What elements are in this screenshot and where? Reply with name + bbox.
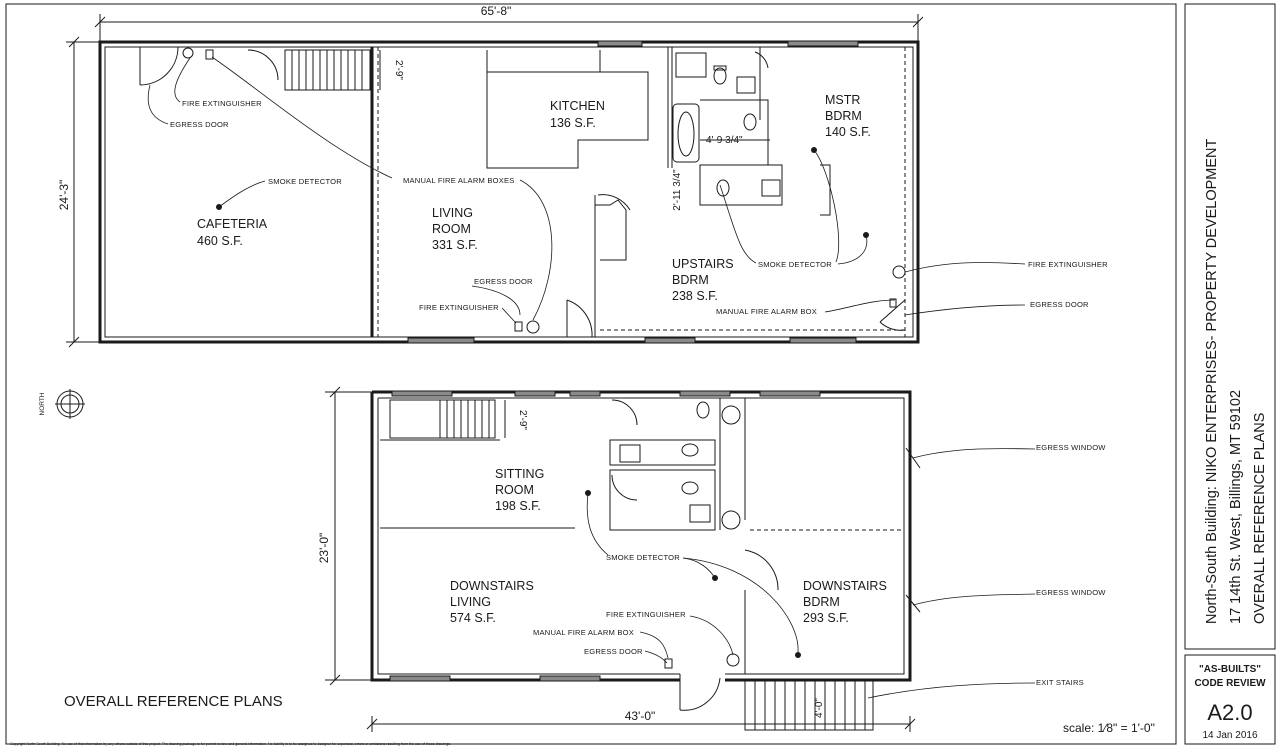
svg-text:MSTR: MSTR — [825, 93, 860, 107]
svg-text:UPSTAIRS: UPSTAIRS — [672, 257, 734, 271]
svg-text:460 S.F.: 460 S.F. — [197, 234, 243, 248]
upper-windows — [407, 40, 859, 344]
plan-title: OVERALL REFERENCE PLANS — [64, 693, 283, 710]
review-status-2: CODE REVIEW — [1194, 678, 1266, 689]
note-smoke-detector-lower: SMOKE DETECTOR — [606, 553, 680, 562]
upper-interior-walls — [370, 47, 906, 337]
note-manual-fire-alarm-box-lower: MANUAL FIRE ALARM BOX — [533, 628, 634, 637]
note-egress-window-2: EGRESS WINDOW — [1036, 588, 1106, 597]
sheet-border — [5, 3, 1276, 745]
lower-interior-walls — [380, 398, 904, 674]
note-manual-fire-alarm-boxes: MANUAL FIRE ALARM BOXES — [403, 176, 515, 185]
upper-room-master-bedroom: MSTR BDRM 140 S.F. — [825, 93, 871, 139]
title-block-sheet-title: OVERALL REFERENCE PLANS — [1252, 413, 1268, 624]
lower-room-living: DOWNSTAIRS LIVING 574 S.F. — [450, 579, 534, 625]
note-smoke-detector-1: SMOKE DETECTOR — [268, 177, 342, 186]
svg-text:LIVING: LIVING — [450, 595, 491, 609]
svg-text:136 S.F.: 136 S.F. — [550, 116, 596, 130]
upper-room-cafeteria: CAFETERIA 460 S.F. — [197, 217, 268, 248]
upper-bath-width-label: 4'-9 3/4" — [706, 135, 743, 146]
review-status-1: "AS-BUILTS" — [1199, 664, 1261, 675]
lower-width-label: 43'-0" — [625, 709, 656, 723]
note-egress-window-1: EGRESS WINDOW — [1036, 443, 1106, 452]
upper-bath-fixtures — [672, 52, 781, 197]
upper-depth-dimension: 24'-3" — [57, 36, 100, 348]
scale-note: scale: 1⁄8" = 1'-0" — [1063, 721, 1155, 735]
upper-width-label: 65'-8" — [481, 4, 512, 18]
lower-stair: 2'-9" — [389, 399, 528, 439]
upper-floor-plan: 65'-8" 24'-3" — [57, 4, 1108, 348]
svg-text:CAFETERIA: CAFETERIA — [197, 217, 268, 231]
note-egress-door-1: EGRESS DOOR — [170, 120, 229, 129]
lower-depth-label: 23'-0" — [317, 533, 331, 564]
svg-text:KITCHEN: KITCHEN — [550, 99, 605, 113]
svg-text:574 S.F.: 574 S.F. — [450, 611, 496, 625]
upper-width-dimension: 65'-8" — [94, 4, 924, 42]
svg-text:238 S.F.: 238 S.F. — [672, 289, 718, 303]
sheet-date: 14 Jan 2016 — [1202, 730, 1257, 741]
svg-text:BDRM: BDRM — [672, 273, 709, 287]
upper-room-upstairs-bedroom: UPSTAIRS BDRM 238 S.F. — [672, 257, 734, 303]
kitchen-counter — [486, 50, 649, 169]
exit-stair: 4'-0" — [744, 679, 874, 731]
lower-bath-fixtures — [619, 401, 741, 530]
lower-exterior-walls — [370, 390, 912, 682]
note-egress-door-lower: EGRESS DOOR — [584, 647, 643, 656]
svg-text:SITTING: SITTING — [495, 467, 544, 481]
upper-depth-label: 24'-3" — [57, 180, 71, 211]
svg-text:LIVING: LIVING — [432, 206, 473, 220]
upper-room-kitchen: KITCHEN 136 S.F. — [550, 99, 605, 130]
upper-stair-width-label: 2'-9" — [393, 60, 404, 80]
title-block-address: 17 14th St. West, Billings, MT 59102 — [1228, 390, 1244, 624]
svg-text:331 S.F.: 331 S.F. — [432, 238, 478, 252]
note-egress-door-3: EGRESS DOOR — [1030, 300, 1089, 309]
note-manual-fire-alarm-box: MANUAL FIRE ALARM BOX — [716, 307, 817, 316]
svg-text:BDRM: BDRM — [803, 595, 840, 609]
lower-depth-dimension: 23'-0" — [317, 386, 372, 686]
upper-bath-depth-label: 2'-11 3/4" — [672, 169, 683, 211]
note-smoke-detector-2: SMOKE DETECTOR — [758, 260, 832, 269]
upper-leaders — [147, 56, 1026, 324]
sheet-number: A2.0 — [1207, 700, 1252, 725]
svg-text:DOWNSTAIRS: DOWNSTAIRS — [450, 579, 534, 593]
svg-text:BDRM: BDRM — [825, 109, 862, 123]
exit-stair-width-label: 4'-0" — [814, 698, 825, 718]
copyright-note: Copyright North-South Building. No use o… — [10, 742, 451, 746]
lower-devices — [585, 490, 801, 669]
upper-exterior-walls — [98, 40, 920, 344]
note-exit-stairs: EXIT STAIRS — [1036, 678, 1084, 687]
svg-text:293 S.F.: 293 S.F. — [803, 611, 849, 625]
svg-text:198 S.F.: 198 S.F. — [495, 499, 541, 513]
lower-width-dimension: 43'-0" — [366, 709, 916, 732]
svg-text:140 S.F.: 140 S.F. — [825, 125, 871, 139]
upper-devices — [182, 47, 906, 334]
upper-doors — [139, 46, 906, 338]
north-arrow: NORTH — [39, 389, 85, 419]
title-block-project: North-South Building: NIKO ENTERPRISES- … — [1204, 138, 1220, 624]
note-fire-extinguisher-1: FIRE EXTINGUISHER — [182, 99, 262, 108]
lower-room-bedroom: DOWNSTAIRS BDRM 293 S.F. — [803, 579, 887, 625]
lower-room-sitting: SITTING ROOM 198 S.F. — [495, 467, 544, 513]
svg-text:DOWNSTAIRS: DOWNSTAIRS — [803, 579, 887, 593]
lower-windows — [389, 390, 921, 682]
note-fire-extinguisher-3: FIRE EXTINGUISHER — [1028, 260, 1108, 269]
note-egress-door-2: EGRESS DOOR — [474, 277, 533, 286]
upper-room-living: LIVING ROOM 331 S.F. — [432, 206, 478, 252]
note-fire-extinguisher-2: FIRE EXTINGUISHER — [419, 303, 499, 312]
lower-floor-plan: 23'-0" 43'-0" — [317, 386, 1106, 732]
north-label: NORTH — [39, 392, 46, 415]
lower-doors — [611, 399, 779, 711]
title-block: North-South Building: NIKO ENTERPRISES- … — [1194, 138, 1268, 741]
svg-text:ROOM: ROOM — [432, 222, 471, 236]
note-fire-extinguisher-lower: FIRE EXTINGUISHER — [606, 610, 686, 619]
upper-stair: 2'-9" — [284, 49, 404, 91]
svg-text:ROOM: ROOM — [495, 483, 534, 497]
lower-stair-width-label: 2'-9" — [517, 410, 528, 430]
lower-leaders — [586, 448, 1036, 699]
